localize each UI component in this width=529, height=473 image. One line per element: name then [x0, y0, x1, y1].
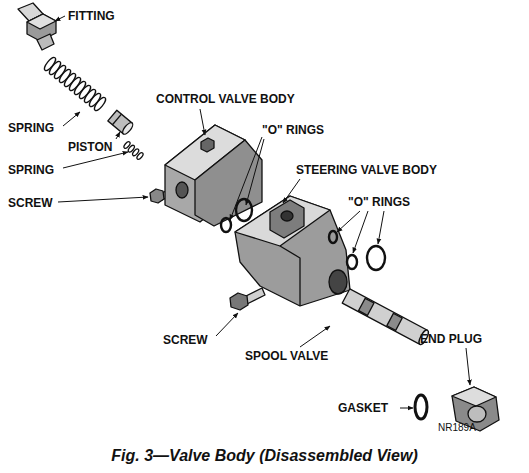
part-label: SPRING	[8, 163, 54, 177]
spring-part	[43, 56, 108, 112]
part-label: "O" RINGS	[262, 123, 324, 137]
control-valve-body-part	[165, 125, 262, 226]
spool-valve-part	[342, 289, 430, 346]
figure-code: NR189A	[438, 421, 476, 435]
part-label: SCREW	[8, 196, 53, 210]
leader-lines	[55, 16, 470, 408]
part-label: PISTON	[68, 140, 112, 154]
fitting-part	[18, 3, 56, 50]
o-ring-part	[329, 231, 385, 270]
piston-part	[108, 110, 135, 136]
part-label: FITTING	[68, 9, 115, 23]
screw-part	[230, 288, 265, 310]
figure-caption: Fig. 3—Valve Body (Disassembled View)	[0, 447, 529, 465]
part-label: GASKET	[338, 401, 388, 415]
part-label: STEERING VALVE BODY	[296, 163, 437, 177]
part-label: END PLUG	[420, 332, 482, 346]
part-label: "O" RINGS	[348, 195, 410, 209]
part-label: SCREW	[163, 333, 208, 347]
part-label: CONTROL VALVE BODY	[156, 92, 295, 106]
part-label: SPOOL VALVE	[245, 349, 328, 363]
spring-part	[123, 141, 144, 161]
part-label: SPRING	[8, 121, 54, 135]
steering-valve-body-part	[235, 196, 350, 306]
gasket-part	[415, 395, 427, 419]
